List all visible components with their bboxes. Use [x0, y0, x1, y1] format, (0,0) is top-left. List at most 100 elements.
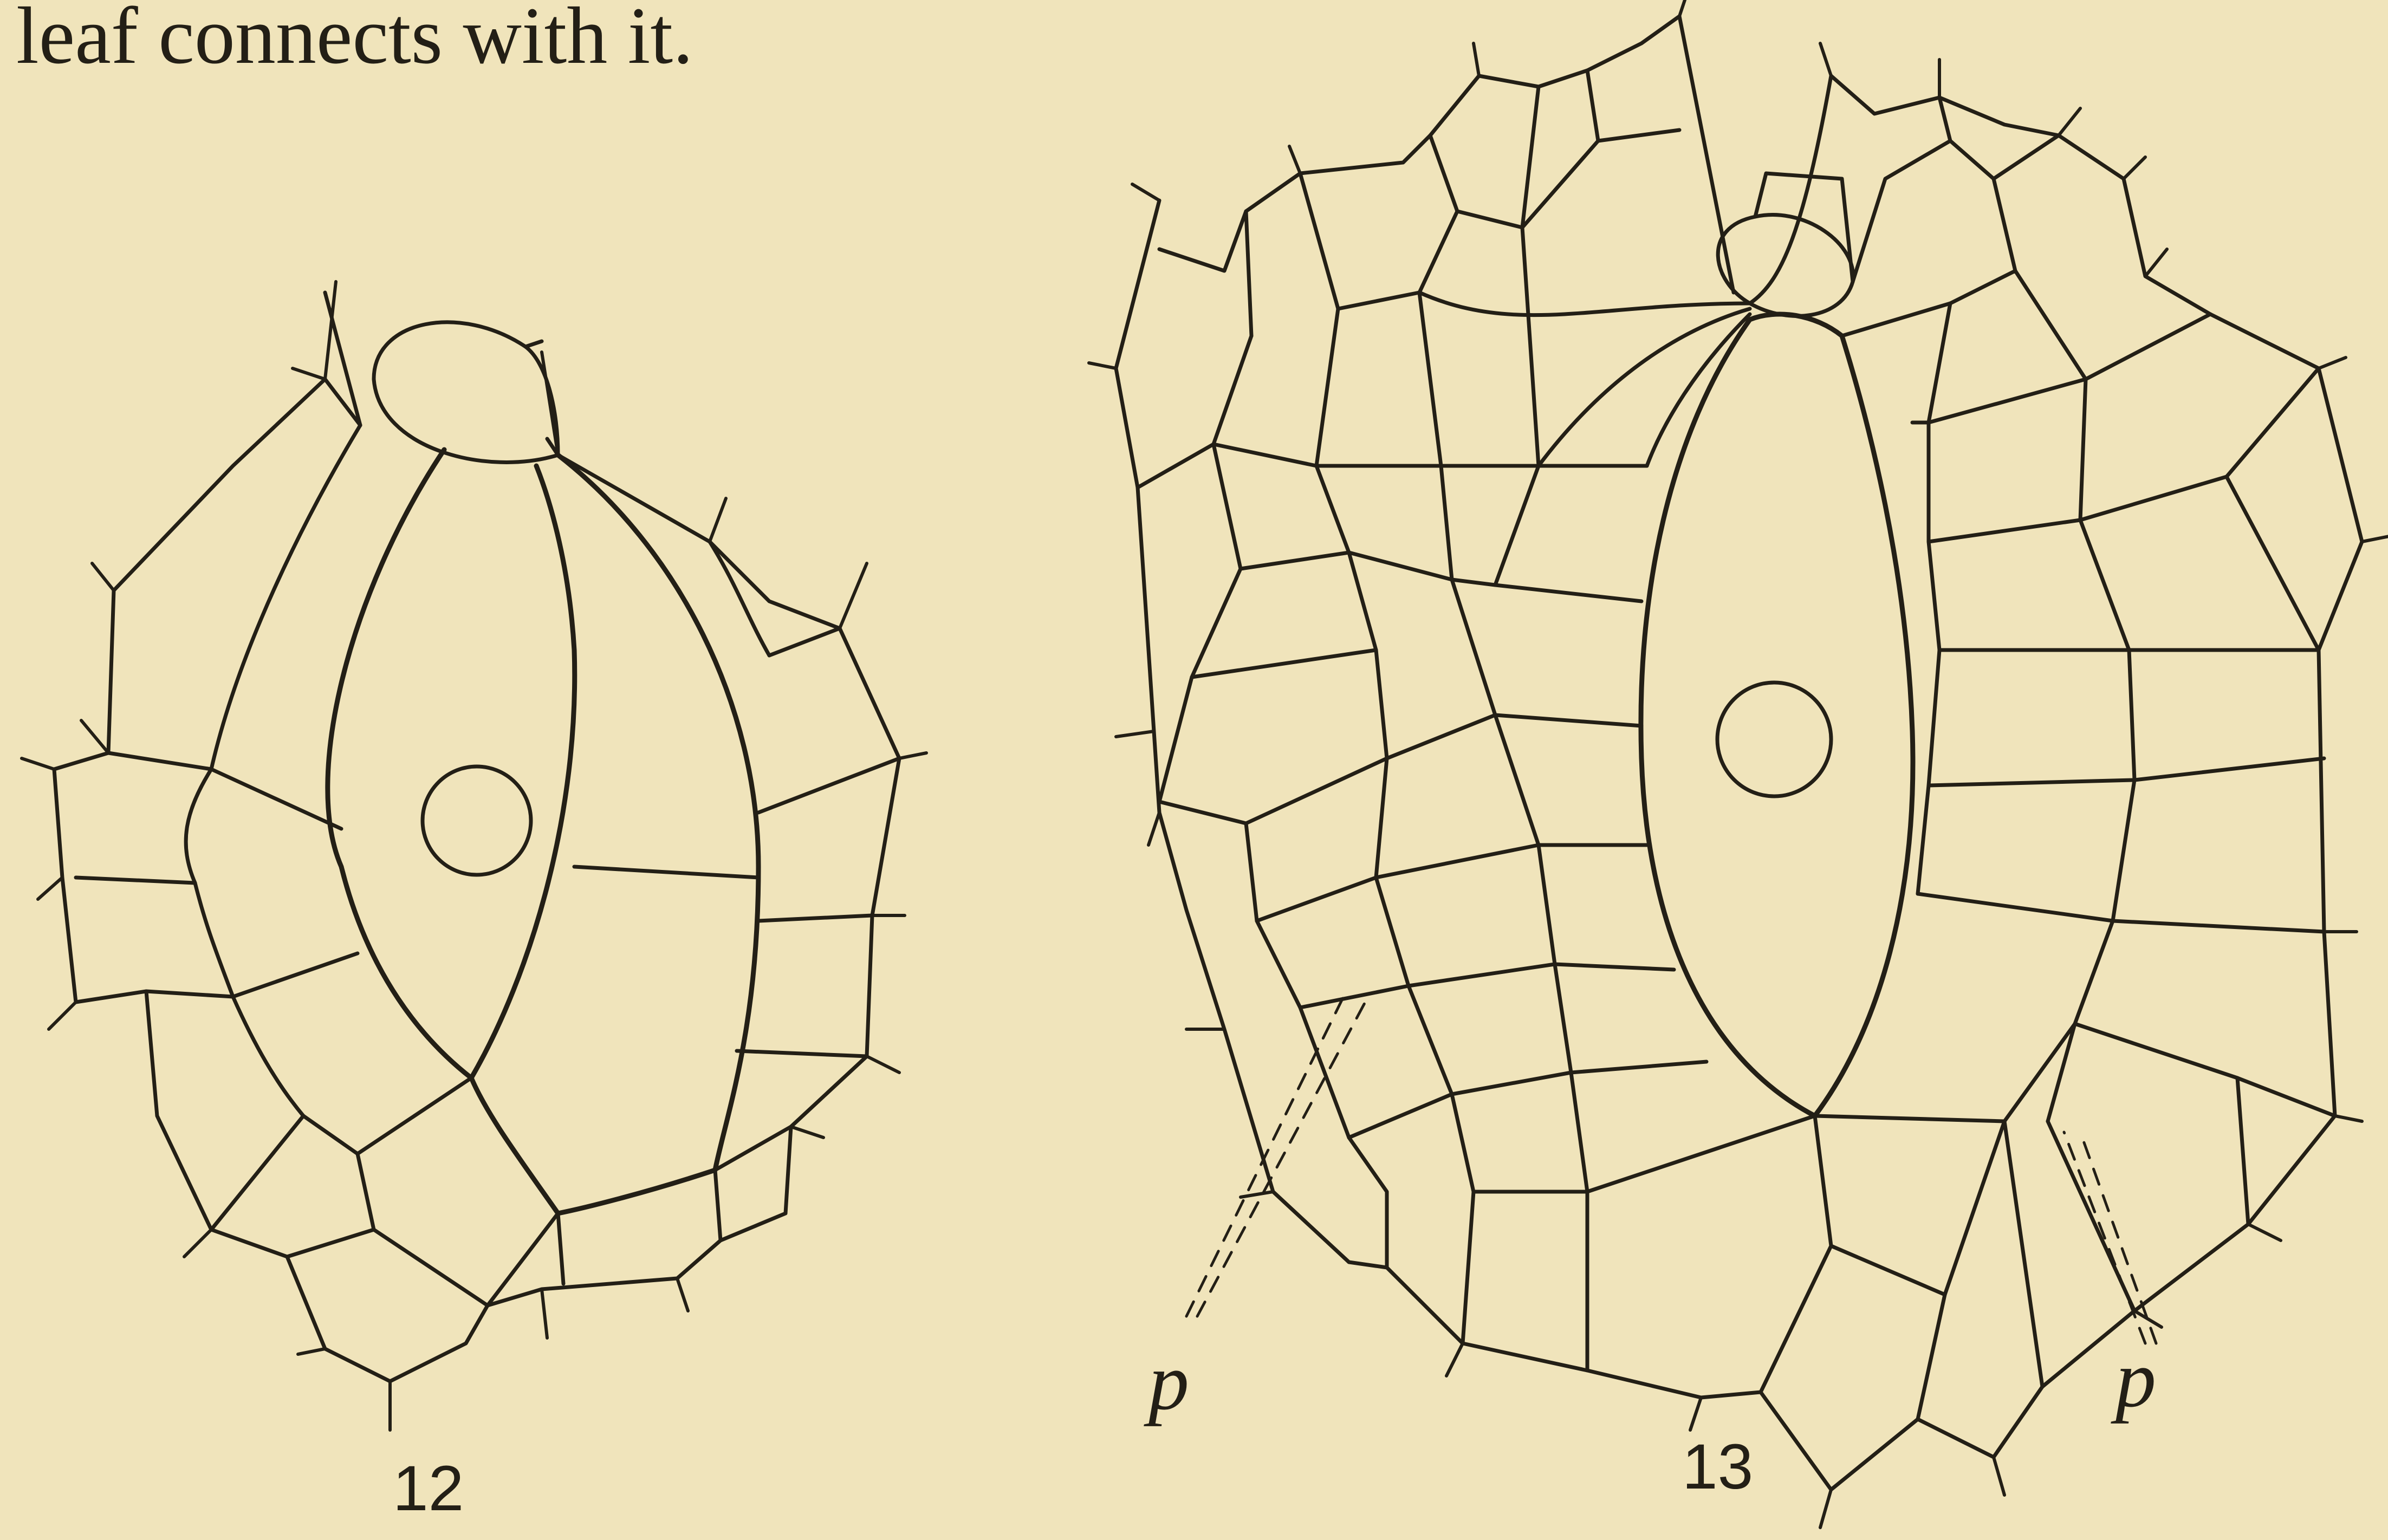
- fig13-wall: [1755, 173, 1853, 282]
- fig13-wall: [1647, 314, 1750, 466]
- fig12-wall: [710, 542, 769, 655]
- fig12-wall: [558, 1213, 563, 1284]
- fig12-wall: [358, 1154, 374, 1230]
- fig12-wall: [211, 1116, 303, 1230]
- fig13-wall: [1349, 1094, 1452, 1138]
- fig13-wall: [1192, 650, 1376, 677]
- fig13-wall: [1522, 87, 1598, 228]
- fig13-nucleus: [1717, 683, 1831, 796]
- fig13-wall: [1246, 211, 1251, 336]
- fig13-wall: [2237, 1078, 2248, 1224]
- fig13-wall: [1300, 173, 1457, 309]
- fig13-wall: [1452, 580, 1495, 585]
- p-label-right: p: [2116, 1333, 2156, 1426]
- fig12-spurs: [22, 282, 926, 1430]
- fig13-wall: [1539, 309, 1750, 466]
- fig12-wall: [715, 1170, 721, 1240]
- fig12-wall: [211, 425, 360, 769]
- figure-12-drawing: [22, 282, 926, 1430]
- figure-13-number: 13: [1682, 1430, 1753, 1504]
- fig13-wall: [1815, 1116, 2004, 1121]
- fig13-wall: [1918, 894, 2113, 921]
- fig13-wall: [1853, 141, 1950, 282]
- fig12-wall: [233, 953, 358, 997]
- p-leader-left-2: [1197, 1002, 1365, 1316]
- fig13-wall: [1376, 845, 1539, 878]
- p-label-left: p: [1148, 1335, 1189, 1428]
- fig13-wall: [2080, 477, 2227, 520]
- fig13-wall: [1452, 1073, 1571, 1094]
- fig12-wall: [76, 878, 195, 883]
- fig12-wall: [715, 1127, 791, 1170]
- fig12-wall: [737, 1051, 867, 1056]
- fig13-wall: [1257, 878, 1376, 921]
- fig13-wall: [1419, 293, 1750, 315]
- fig12-outline: [54, 379, 899, 1381]
- fig13-wall: [1929, 379, 2086, 423]
- fig12-wall: [303, 1116, 358, 1154]
- fig12-wall: [374, 1230, 488, 1305]
- fig12-wall: [574, 867, 758, 878]
- fig13-wall: [1349, 553, 1452, 580]
- fig13-wall: [2075, 1024, 2237, 1078]
- fig12-wall: [769, 628, 840, 655]
- fig13-wall: [1316, 309, 1387, 758]
- fig12-nucleus: [423, 766, 531, 875]
- fig13-wall: [1587, 1116, 1815, 1192]
- fig12-wall: [287, 1230, 374, 1257]
- fig13-wall: [1495, 228, 1539, 585]
- fig12-wall: [233, 997, 303, 1116]
- fig13-wall: [1994, 135, 2059, 271]
- fig13-wall: [1241, 553, 1349, 569]
- fig13-wall: [1214, 444, 1316, 466]
- fig13-wall: [1842, 271, 2134, 1121]
- p-leader-left-1: [1186, 997, 1344, 1316]
- fig13-wall: [1929, 520, 2080, 542]
- fig13-wall: [1430, 135, 1522, 228]
- fig13-wall: [1761, 1116, 1831, 1392]
- fig13-loop: [1718, 215, 1853, 316]
- fig13-wall: [1159, 336, 1251, 802]
- fig13-wall: [2134, 758, 2324, 780]
- fig13-wall: [1587, 70, 1679, 141]
- fig13-wall: [1159, 802, 1246, 823]
- fig12-wall: [108, 753, 211, 769]
- fig12-wall: [488, 1213, 558, 1305]
- fig13-central-cell: [1641, 314, 1913, 1116]
- fig12-wall: [758, 915, 872, 921]
- fig13-wall: [1571, 1062, 1706, 1073]
- p-leader-right-1: [2064, 1132, 2145, 1343]
- fig13-wall: [1929, 780, 2134, 785]
- fig12-wall: [195, 883, 233, 997]
- fig13-wall: [2227, 368, 2319, 477]
- fig12-wall: [525, 341, 542, 347]
- fig12-wall: [471, 455, 758, 1213]
- fig12-wall: [186, 769, 211, 883]
- fig13-spurs: [1089, 0, 2388, 1528]
- fig13-wall: [1246, 823, 1387, 1268]
- fig13-wall: [1419, 293, 1495, 715]
- fig13-wall: [1246, 715, 1495, 823]
- fig13-wall: [1300, 986, 1409, 1008]
- fig13-wall: [1945, 1121, 2042, 1387]
- fig13-wall: [1495, 715, 1641, 726]
- fig13-wall: [1831, 1246, 1945, 1419]
- fig13-wall: [1376, 758, 1474, 1343]
- fig13-wall: [1138, 444, 1214, 488]
- fig13-wall: [2048, 1024, 2075, 1121]
- fig13-wall: [1409, 964, 1555, 986]
- fig12-wall: [146, 991, 233, 997]
- fig12-wall: [758, 758, 899, 813]
- fig12-central-cell: [328, 450, 575, 1078]
- fig13-outline: [1159, 16, 1734, 293]
- fig13-wall: [2086, 314, 2210, 379]
- figure-13-drawing: [1089, 0, 2388, 1528]
- p-leader-right-2: [2080, 1132, 2156, 1343]
- fig13-wall: [1918, 303, 1950, 894]
- fig13-wall: [1555, 964, 1674, 970]
- fig13-wall: [1495, 585, 1641, 601]
- fig12-wall: [211, 769, 341, 829]
- fig13-wall: [2237, 1078, 2335, 1116]
- figure-12-number: 12: [393, 1452, 464, 1525]
